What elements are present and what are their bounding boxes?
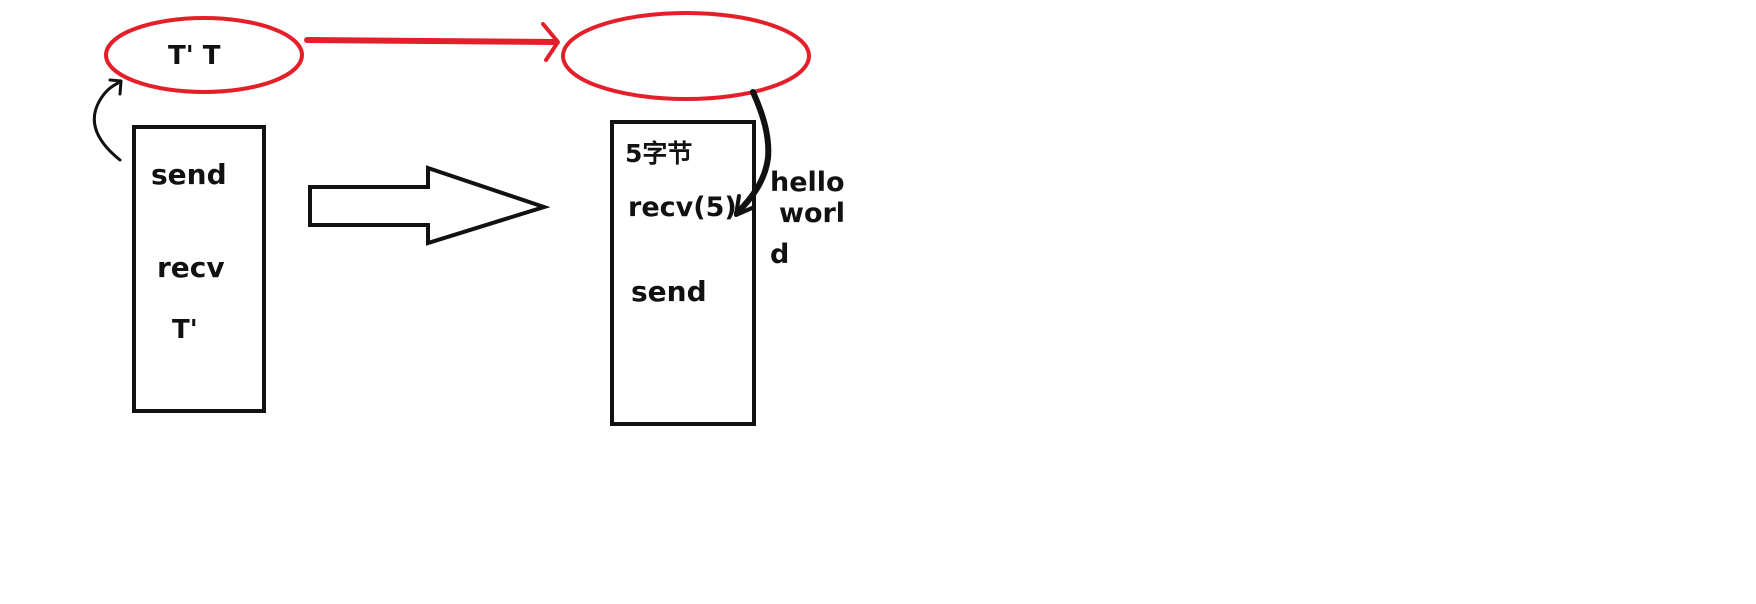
left-send-label: send [151,158,227,191]
left-buffer-ellipse [104,16,304,94]
big-hollow-arrow [308,165,551,246]
stream-text-hello: hello [770,167,845,198]
right-process-box [610,120,756,426]
stream-text-worl: worl [779,198,845,229]
red-transfer-arrow [304,22,560,62]
left-t-label: T' [172,315,198,345]
thick-curved-arrow [734,89,772,217]
left-ellipse-label: T' T [168,41,221,71]
left-process-box [132,125,266,413]
size-note-label: 5字节 [625,139,692,168]
right-send-label: send [631,275,707,308]
stream-text-d: d [770,239,789,270]
left-recv-label: recv [157,251,225,284]
curved-arrow-up [92,78,123,162]
right-recv-label: recv(5) [628,192,737,223]
right-buffer-ellipse [561,11,811,101]
